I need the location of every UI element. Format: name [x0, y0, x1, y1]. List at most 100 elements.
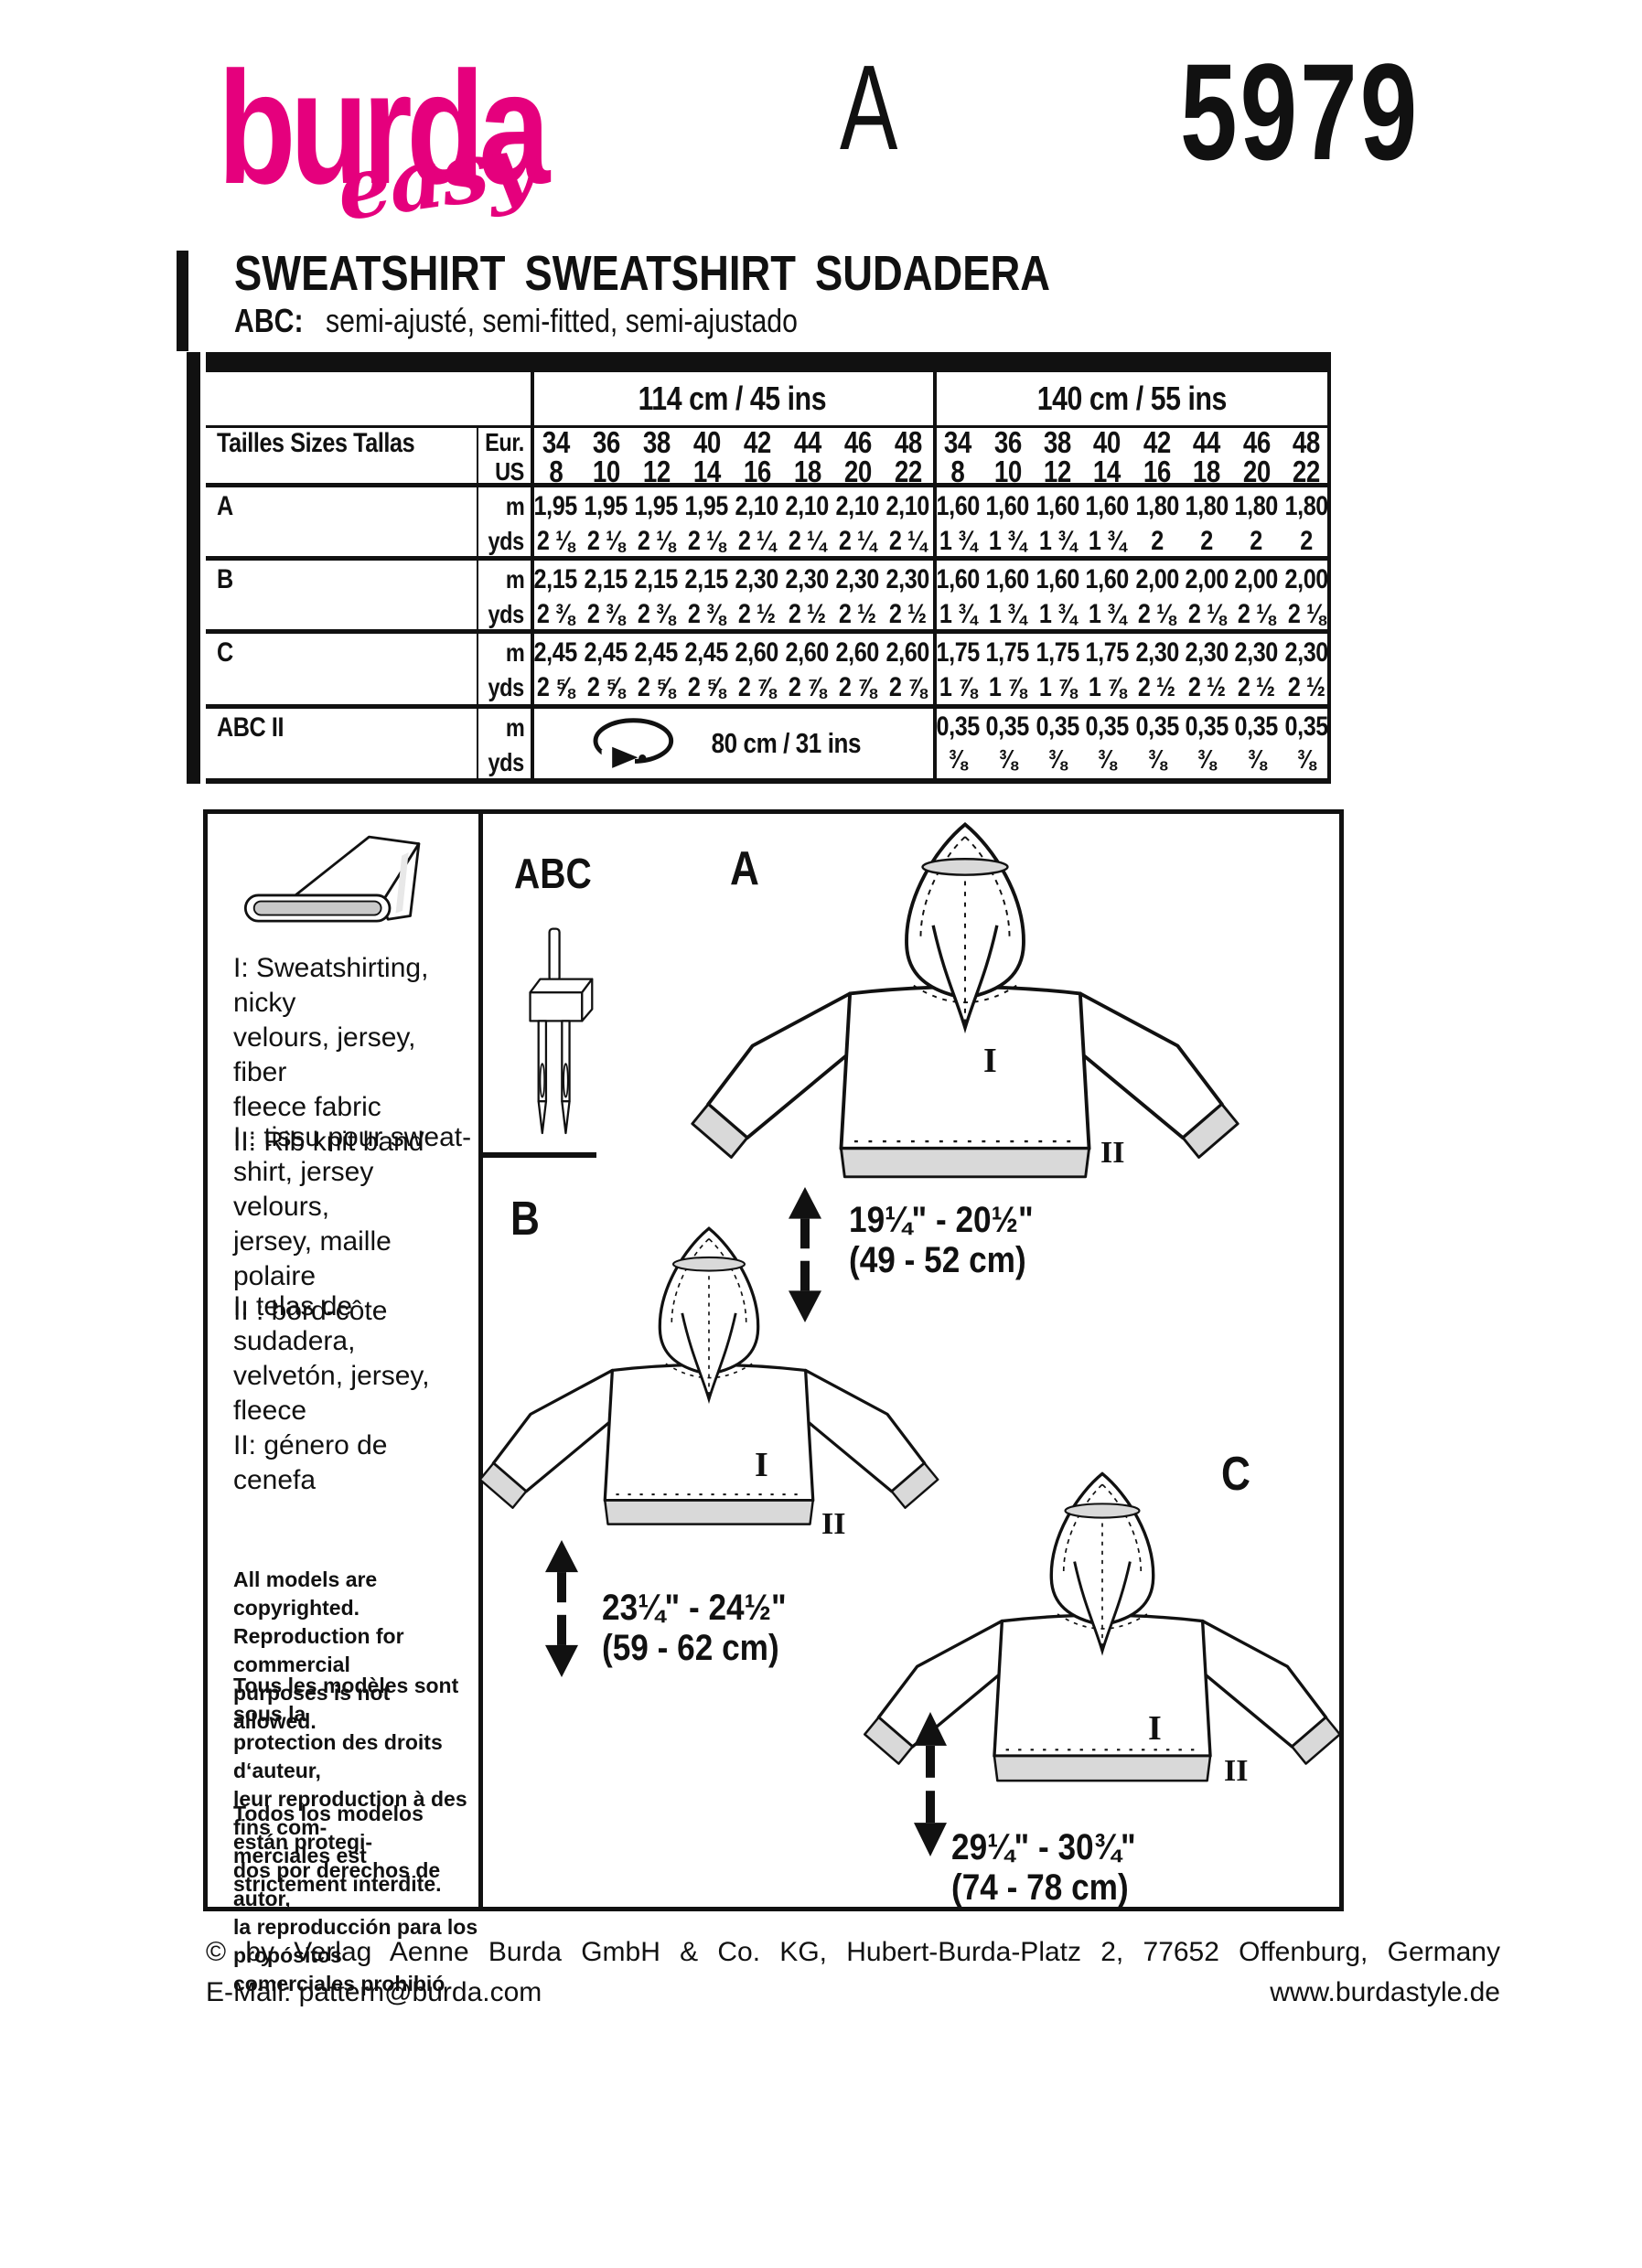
yardage-cell-text: 2 ⅛: [688, 526, 725, 556]
size-eur-cell-text: 38: [642, 425, 671, 459]
size-eur-cell-text: 40: [692, 425, 721, 459]
size-us-cell-text: 10: [993, 455, 1022, 488]
yardage-cell: 1 ⅞: [1033, 670, 1082, 705]
yardage-cell-text: 2,60: [885, 637, 930, 668]
yardage-cell-text: 1,60: [936, 491, 981, 521]
length-cm-c: (74 - 78 cm): [951, 1867, 1129, 1908]
yardage-cell: 1,95: [531, 489, 581, 524]
yardage-cell: 2,60: [732, 636, 782, 670]
yardage-cell-text: 2 ⅝: [537, 672, 574, 702]
yardage-cell-text: 1,95: [634, 491, 679, 521]
pattern-number: 5979: [1180, 35, 1421, 188]
length-measurement-c: 29¼" - 30¾" (74 - 78 cm): [951, 1827, 1161, 1908]
yardage-cell: 2,60: [832, 636, 883, 670]
yardage-cell: 1,60: [982, 489, 1032, 524]
yardage-cell-text: 2 ⅛: [1238, 599, 1275, 629]
yardage-cell-text: 2,15: [533, 564, 578, 594]
size-eur-cell: 34: [531, 425, 581, 459]
yardage-cell-text: 2,30: [785, 564, 830, 594]
size-eur-cell-text: 42: [1143, 425, 1171, 459]
yardage-cell: 2 ⅛: [531, 524, 581, 559]
width-header-114: 114 cm / 45 ins: [531, 372, 933, 425]
size-eur-cell: 48: [1282, 425, 1331, 459]
yardage-cell-text: 1 ⅞: [989, 672, 1026, 702]
yardage-cell-text: 2 ⅞: [839, 672, 876, 702]
yardage-cell: 2,30: [782, 562, 832, 597]
yardage-cell-text: 1 ¾: [989, 526, 1026, 556]
yardage-cell: 2,10: [883, 489, 933, 524]
size-us-cell: 14: [1082, 455, 1132, 488]
yardage-cell-text: 2,00: [1135, 564, 1179, 594]
unit-yds: yds: [477, 670, 529, 705]
yardage-cell: 2 ⅛: [1182, 597, 1231, 632]
publisher-line: © by Verlag Aenne Burda GmbH & Co. KG, H…: [206, 1937, 1500, 1967]
size-eur-cell: 42: [732, 425, 782, 459]
yardage-cell: 1,80: [1182, 489, 1231, 524]
yardage-cell-text: 1 ¾: [1038, 599, 1077, 629]
unit-m: m: [477, 489, 529, 524]
yardage-cell: 0,35: [933, 711, 982, 744]
unit-m-text: m: [505, 565, 524, 594]
fabric-note-en: I: Sweatshirting, nicky velours, jersey,…: [233, 953, 429, 1157]
table-v-rule: [477, 428, 478, 778]
length-measurement-a: 19¼" - 20½" (49 - 52 cm): [849, 1200, 1058, 1280]
yardage-cell-text: 2 ½: [1287, 672, 1325, 702]
yardage-cell: 1 ⅞: [1082, 670, 1132, 705]
view-c-band-mark: II: [1224, 1754, 1249, 1788]
fabric-note-es: I: telas de sudadera, velvetón, jersey, …: [233, 1291, 430, 1495]
website-link[interactable]: www.burdastyle.de: [1270, 1977, 1500, 2007]
row-label: A: [206, 489, 477, 524]
yardage-cell: 2,15: [581, 562, 631, 597]
size-us-cell: 22: [883, 455, 933, 488]
yardage-cell: 2 ⅜: [681, 597, 732, 632]
yardage-cell-text: ⅜: [1098, 744, 1117, 775]
row-label-text: B: [217, 564, 233, 594]
table-v-rule: [933, 372, 937, 778]
yardage-cell: 0,35: [1182, 711, 1231, 744]
row-label-text: C: [217, 637, 233, 668]
yardage-cell: 2 ⅛: [1282, 597, 1331, 632]
size-us-cell-text: 16: [1143, 455, 1171, 488]
length-cm-a: (49 - 52 cm): [849, 1240, 1026, 1280]
yardage-cell-text: 2 ½: [889, 599, 927, 629]
yardage-cell-text: 2,10: [735, 491, 779, 521]
yardage-cell: 1,80: [1231, 489, 1281, 524]
yardage-cell-text: 1,75: [1036, 637, 1079, 668]
yardage-cell: 1 ¾: [1033, 524, 1082, 559]
size-us-cell: 12: [631, 455, 681, 488]
size-eur-cell: 44: [782, 425, 832, 459]
unit-yds: yds: [477, 597, 529, 632]
yardage-cell: 1,60: [1082, 562, 1132, 597]
view-b-label: B: [510, 1193, 540, 1246]
size-eur-cell-text: 44: [1193, 425, 1221, 459]
yardage-cell-text: 2 ⅝: [688, 672, 725, 702]
yardage-cell: 2: [1132, 524, 1182, 559]
yardage-cell-text: 0,35: [1185, 711, 1229, 742]
size-us-cell-text: 22: [894, 455, 922, 488]
size-eur-cell-text: 38: [1043, 425, 1071, 459]
row-label-header: Tailles Sizes Tallas: [206, 428, 477, 459]
yardage-cell-text: ⅜: [1197, 744, 1217, 775]
yardage-cell-text: ⅜: [1147, 744, 1166, 775]
size-eur-cell-text: 40: [1093, 425, 1121, 459]
yardage-cell: 2 ⅜: [581, 597, 631, 632]
unit-eur-text: Eur.: [485, 428, 524, 456]
yardage-cell-text: 0,35: [1284, 711, 1328, 742]
yardage-cell: 2 ⅛: [681, 524, 732, 559]
yardage-cell: 2,15: [681, 562, 732, 597]
yardage-cell-text: 2 ⅛: [638, 526, 675, 556]
unit-yds-text: yds: [488, 748, 525, 776]
size-eur-cell: 38: [631, 425, 681, 459]
yardage-cell: 1,60: [933, 489, 982, 524]
materials-box: I: Sweatshirting, nicky velours, jersey,…: [203, 809, 483, 1995]
size-eur-cell-text: 34: [944, 425, 972, 459]
yardage-cell: 2 ⅝: [581, 670, 631, 705]
size-us-cell: 8: [933, 455, 982, 488]
row-label: B: [206, 562, 477, 597]
yardage-cell-text: 0,35: [1036, 711, 1079, 742]
unit-us-text: US: [495, 457, 524, 486]
size-us-cell: 12: [1033, 455, 1082, 488]
yardage-cell-text: ⅜: [1047, 744, 1067, 775]
copyright-es: Todos los modelos están protegi- dos por…: [233, 1802, 478, 1995]
yardage-cell-text: 2 ½: [738, 599, 776, 629]
